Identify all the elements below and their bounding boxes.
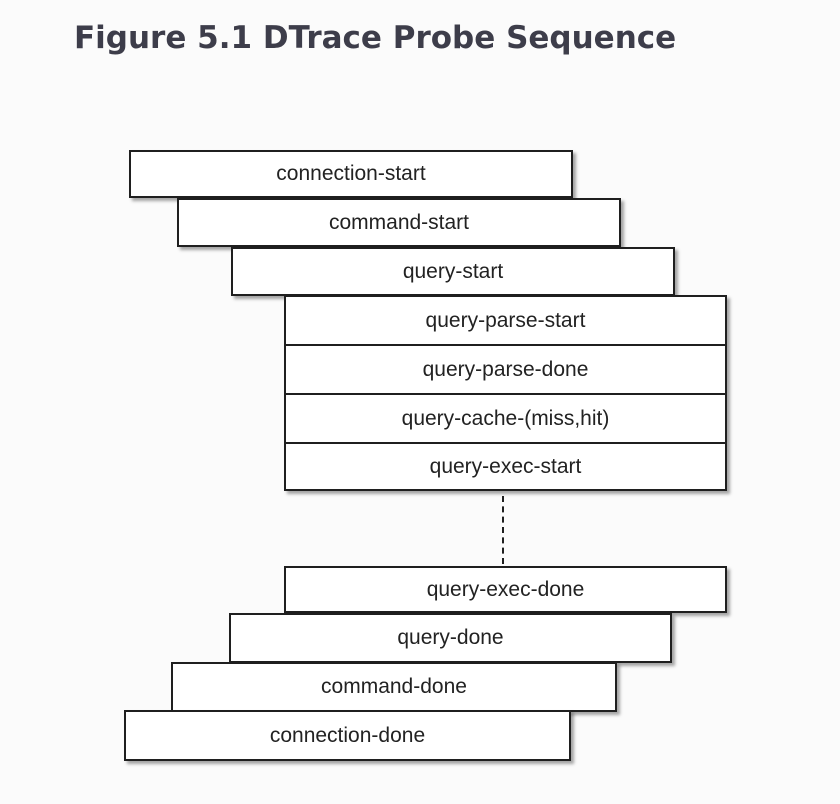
probe-query-exec-start: query-exec-start bbox=[284, 442, 727, 491]
probe-query-done: query-done bbox=[229, 613, 672, 663]
probe-command-start: command-start bbox=[177, 198, 621, 247]
figure-title: Figure 5.1 DTrace Probe Sequence bbox=[74, 20, 677, 56]
probe-connection-start: connection-start bbox=[129, 150, 573, 198]
probe-query-parse-done: query-parse-done bbox=[284, 344, 727, 395]
probe-query-exec-done: query-exec-done bbox=[284, 566, 727, 613]
dashed-connector bbox=[502, 496, 504, 564]
probe-query-cache: query-cache-(miss,hit) bbox=[284, 393, 727, 444]
probe-query-parse-start: query-parse-start bbox=[284, 295, 727, 346]
probe-connection-done: connection-done bbox=[124, 710, 571, 761]
probe-command-done: command-done bbox=[171, 662, 617, 712]
probe-query-start: query-start bbox=[231, 247, 675, 296]
